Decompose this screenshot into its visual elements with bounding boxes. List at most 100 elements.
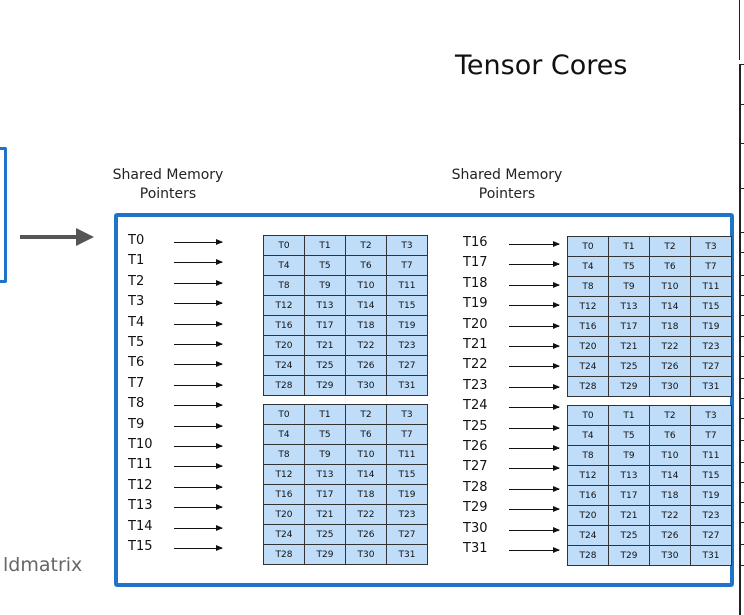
thread-label: T1 — [128, 253, 145, 269]
matrix-cell: T24 — [263, 524, 305, 545]
pointer-arrow-line — [509, 468, 559, 470]
matrix-cell: T1 — [304, 404, 346, 425]
thread-label: T25 — [463, 418, 488, 434]
pointer-arrow-head — [553, 383, 560, 390]
matrix-cell: T31 — [386, 544, 428, 565]
pointer-arrow-head — [216, 422, 223, 429]
pointer-arrow-line — [174, 262, 222, 264]
matrix-cell: T26 — [345, 524, 387, 545]
matrix-cell: T9 — [608, 445, 650, 466]
thread-label: T10 — [128, 437, 153, 452]
matrix-cell: T15 — [386, 295, 428, 316]
pointer-arrow-line — [174, 282, 222, 284]
right-cropped-frame-lower — [739, 64, 741, 615]
pointer-arrow-head — [216, 361, 223, 368]
pointer-arrow-head — [216, 504, 223, 511]
matrix-cell: T12 — [567, 465, 609, 486]
pointer-arrow-line — [174, 466, 222, 468]
matrix-cell: T31 — [386, 375, 428, 396]
matrix-cell: T12 — [567, 296, 609, 317]
right-frame-rule — [739, 522, 744, 523]
matrix-cell: T18 — [649, 485, 691, 506]
pointer-arrow-line — [174, 527, 222, 529]
label-line-2: Pointers — [478, 186, 536, 202]
thread-label: T19 — [463, 296, 488, 312]
matrix-cell: T6 — [345, 255, 387, 276]
matrix-cell: T17 — [608, 316, 650, 337]
matrix-cell: T13 — [304, 295, 346, 316]
pointer-arrow-line — [509, 529, 559, 531]
matrix-cell: T10 — [649, 276, 691, 297]
pointer-arrow-head — [553, 302, 560, 309]
pointer-arrow-line — [174, 384, 222, 386]
pointer-arrow-line — [509, 284, 559, 286]
matrix-cell: T21 — [304, 335, 346, 356]
matrix-cell: T7 — [690, 256, 732, 277]
pointer-arrow-head — [216, 463, 223, 470]
matrix-cell: T24 — [263, 355, 305, 376]
diagram-title: Tensor Cores — [455, 50, 628, 81]
matrix-cell: T21 — [304, 504, 346, 525]
ldmatrix-frame — [114, 213, 734, 587]
matrix-cell: T3 — [690, 236, 732, 257]
thread-label: T22 — [463, 357, 488, 373]
matrix-cell: T2 — [345, 404, 387, 425]
matrix-cell: T27 — [690, 525, 732, 546]
matrix-cell: T17 — [608, 485, 650, 506]
right-frame-rule — [739, 64, 744, 65]
right-frame-rule — [739, 565, 744, 566]
right-cropped-frame — [739, 0, 740, 60]
input-arrow-shaft — [20, 235, 78, 239]
pointer-arrow-head — [216, 239, 223, 245]
pointer-arrow-head — [553, 261, 560, 268]
pointer-arrow-head — [553, 547, 560, 553]
matrix-cell: T29 — [608, 545, 650, 566]
thread-label: T27 — [463, 459, 488, 475]
pointer-arrow-line — [174, 425, 222, 427]
right-frame-rule — [739, 315, 744, 316]
input-arrow-head — [76, 228, 94, 246]
matrix-cell: T23 — [690, 336, 732, 357]
thread-label: T5 — [128, 335, 145, 350]
right-frame-rule — [739, 356, 744, 357]
thread-label: T12 — [128, 477, 153, 493]
matrix-cell: T7 — [386, 424, 428, 445]
thread-label: T8 — [128, 396, 145, 412]
matrix-cell: T18 — [649, 316, 691, 337]
pointer-arrow-head — [553, 322, 560, 329]
matrix-cell: T19 — [386, 315, 428, 336]
matrix-cell: T6 — [345, 424, 387, 445]
matrix-cell: T22 — [649, 505, 691, 526]
right-frame-rule — [739, 462, 744, 463]
matrix-cell: T28 — [567, 376, 609, 397]
pointer-arrow-line — [509, 386, 559, 388]
matrix-cell: T22 — [649, 336, 691, 357]
matrix-cell: T23 — [690, 505, 732, 526]
matrix-cell: T13 — [608, 465, 650, 486]
pointer-arrow-line — [509, 346, 559, 347]
pointer-arrow-head — [553, 343, 560, 349]
thread-label: T9 — [128, 416, 145, 432]
matrix-cell: T10 — [345, 444, 387, 465]
pointer-arrow-head — [216, 443, 223, 449]
matrix-cell: T4 — [567, 425, 609, 446]
matrix-cell: T19 — [690, 485, 732, 506]
pointer-arrow-line — [509, 325, 559, 327]
right-frame-rule — [739, 232, 744, 233]
right-frame-rule — [739, 295, 744, 296]
thread-label: T14 — [128, 518, 153, 534]
matrix-cell: T30 — [649, 376, 691, 397]
